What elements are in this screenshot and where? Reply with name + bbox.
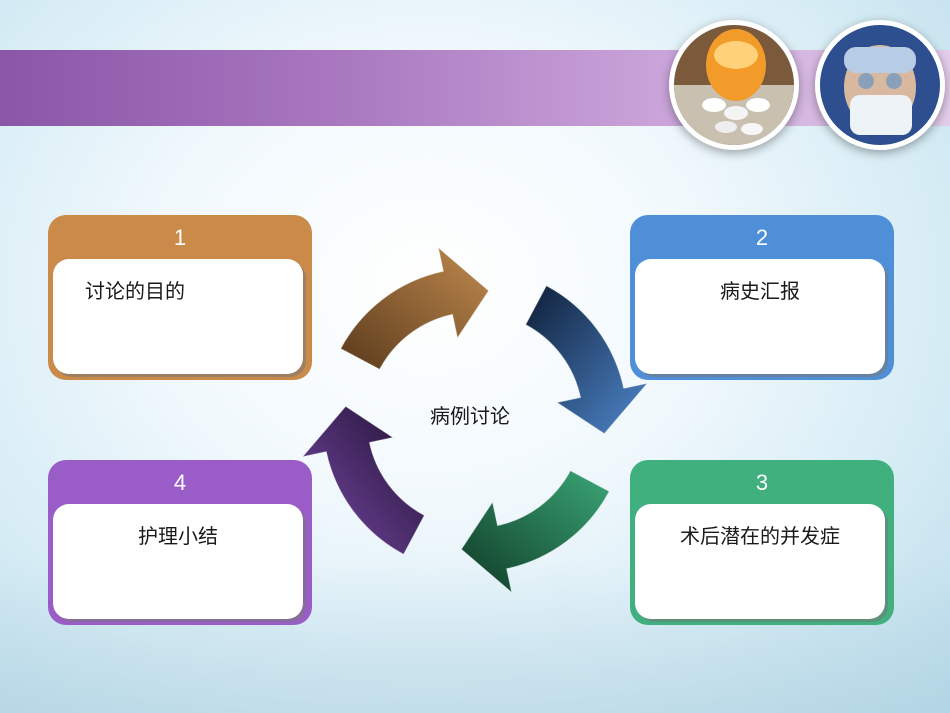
step-body <box>635 259 885 374</box>
step-text: 讨论的目的 <box>85 279 185 303</box>
step-body <box>635 504 885 619</box>
step-number: 4 <box>173 470 187 495</box>
step-card-4: 4 护理小结 <box>48 460 312 625</box>
step-card-3: 3 术后潜在的并发症 <box>630 460 894 625</box>
step-card-1: 1 讨论的目的 <box>48 215 312 380</box>
cycle-arrow-4 <box>301 405 425 555</box>
step-body <box>53 504 303 619</box>
cycle-arrow-1 <box>340 246 490 370</box>
step-card-2: 2 病史汇报 <box>630 215 894 380</box>
step-body <box>53 259 303 374</box>
step-number: 3 <box>755 470 769 495</box>
cycle-arrow-2 <box>525 285 649 435</box>
step-number: 1 <box>173 225 187 250</box>
step-number: 2 <box>755 225 769 250</box>
cycle-arrow-3 <box>460 470 610 594</box>
pills-photo <box>669 20 799 150</box>
center-label: 病例讨论 <box>430 404 510 428</box>
surgeon-photo <box>815 20 945 150</box>
header-banner <box>0 50 950 126</box>
step-text: 病史汇报 <box>720 279 800 303</box>
cycle-arrows <box>301 246 649 594</box>
step-text: 护理小结 <box>138 524 218 548</box>
step-text: 术后潜在的并发症 <box>680 524 840 548</box>
